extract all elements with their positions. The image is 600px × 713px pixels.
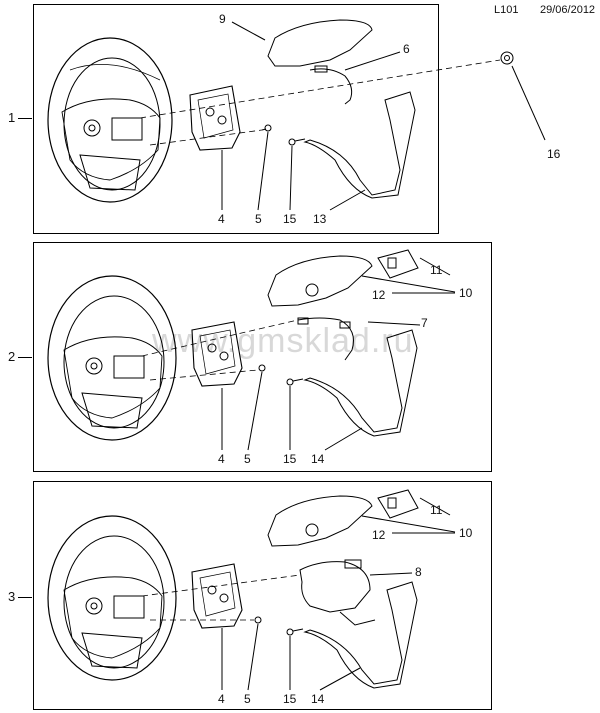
callout-10-row3: 10	[459, 526, 473, 540]
screw-5-row3	[254, 616, 262, 624]
wire-7	[297, 317, 354, 361]
callout-9: 9	[219, 12, 226, 26]
callout-7: 7	[421, 316, 428, 330]
callout-8: 8	[415, 565, 422, 579]
row-label-1: 1	[8, 110, 16, 125]
wire-harness-8	[299, 559, 376, 626]
screw-15-row2	[286, 378, 304, 386]
callout-4-row3: 4	[218, 692, 225, 706]
airbag-bracket-4-row2	[191, 321, 243, 387]
callout-15-row1: 15	[283, 212, 297, 226]
screw-5-row1	[261, 124, 272, 132]
callout-6: 6	[403, 42, 410, 56]
trim-14-row2	[303, 329, 418, 437]
cover-switches-12	[267, 255, 373, 307]
callout-10-row2: 10	[459, 286, 473, 300]
button-16	[500, 51, 514, 65]
wire-6	[309, 65, 353, 105]
steering-wheel-3	[47, 515, 177, 681]
row-label-3: 3	[8, 589, 16, 604]
steering-wheel-2	[47, 275, 177, 441]
row-tick-2	[18, 357, 32, 358]
screw-5-row2	[258, 364, 266, 372]
diagram-code: L101	[494, 4, 519, 16]
callout-5-row1: 5	[255, 212, 262, 226]
row-tick-1	[18, 118, 32, 119]
screw-15-row3	[286, 628, 304, 636]
airbag-bracket-4-row1	[189, 85, 241, 151]
callout-5-row3: 5	[244, 692, 251, 706]
trim-14-row3	[303, 581, 418, 689]
row-tick-3	[18, 597, 32, 598]
cover-9	[267, 19, 373, 67]
callout-4-row2: 4	[218, 452, 225, 466]
cover-switches-12-row3	[267, 495, 373, 547]
callout-14-row3: 14	[311, 692, 325, 706]
callout-11-row3: 11	[430, 503, 443, 517]
airbag-bracket-4-row3	[191, 563, 243, 629]
callout-4-row1: 4	[218, 212, 225, 226]
callout-5-row2: 5	[244, 452, 251, 466]
switch-11	[377, 249, 419, 279]
callout-12-row2: 12	[372, 288, 386, 302]
screw-15-row1	[288, 138, 306, 146]
callout-12-row3: 12	[372, 528, 386, 542]
row-label-2: 2	[8, 349, 16, 364]
callout-15-row3: 15	[283, 692, 297, 706]
panel-1	[33, 4, 439, 234]
callout-14-row2: 14	[311, 452, 325, 466]
switch-11-row3	[377, 489, 419, 519]
callout-11-row2: 11	[430, 263, 443, 277]
callout-13: 13	[313, 212, 327, 226]
trim-13	[303, 91, 416, 199]
steering-wheel-1	[47, 37, 173, 203]
callout-16: 16	[547, 147, 561, 161]
watermark: www.gmsklad.ru	[152, 322, 414, 360]
callout-15-row2: 15	[283, 452, 297, 466]
diagram-date: 29/06/2012	[540, 4, 596, 16]
